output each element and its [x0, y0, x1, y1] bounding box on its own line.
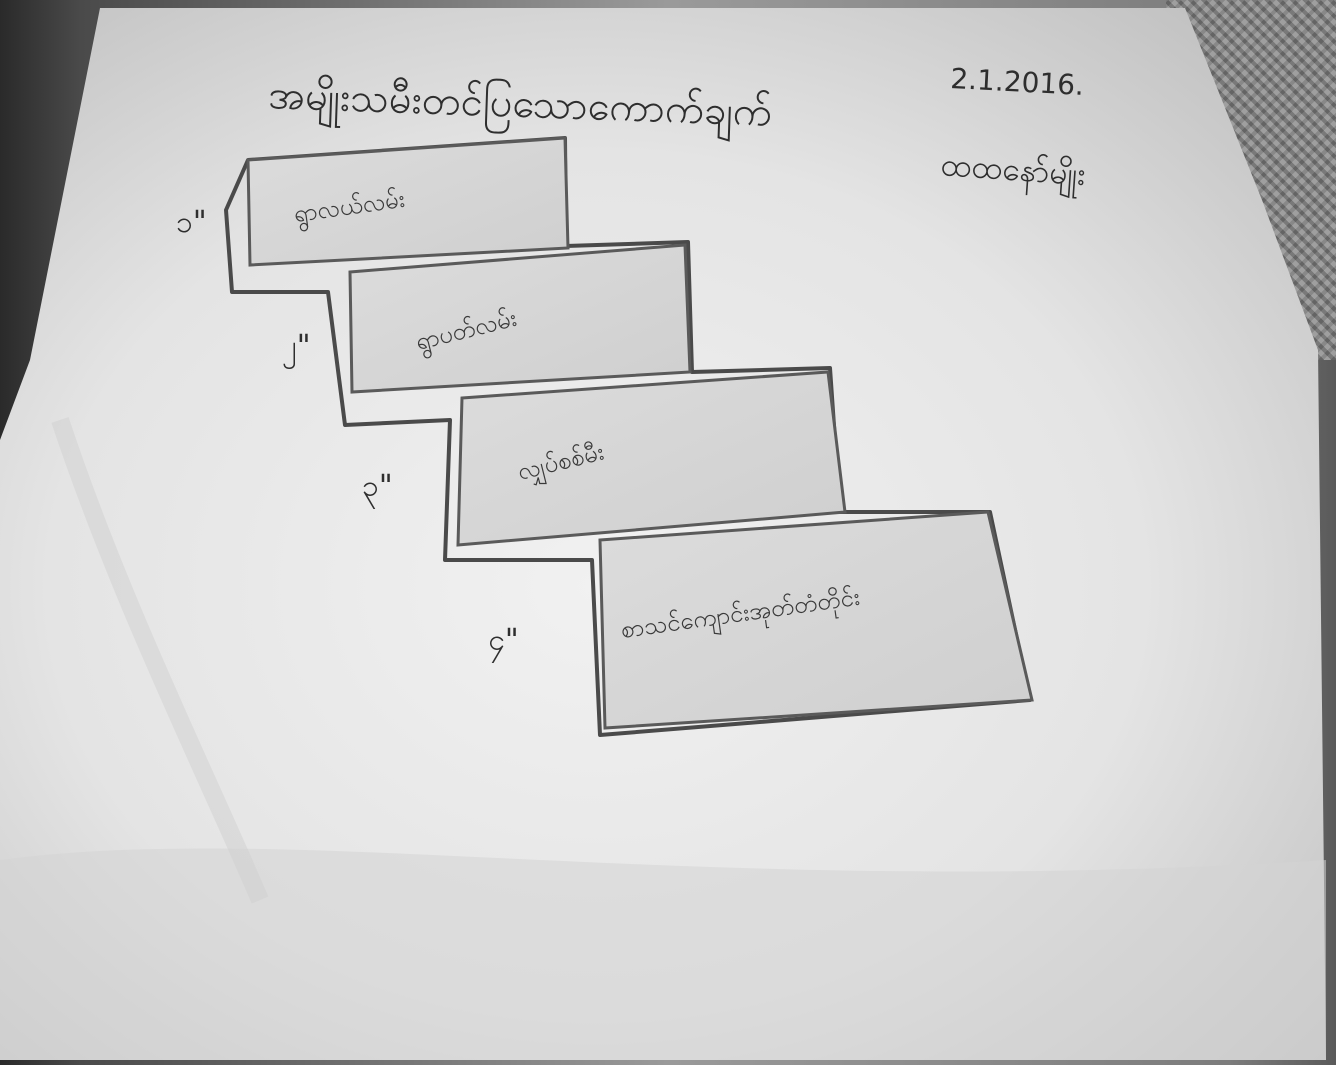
paper-fold-shadow	[0, 848, 1326, 1060]
step-number-2: ၂"	[282, 329, 311, 370]
step-number-4: ၄"	[488, 623, 519, 664]
step-number-3: ၃"	[362, 469, 393, 510]
step-card-2	[350, 245, 690, 392]
sheet-date: 2.1.2016.	[950, 62, 1085, 102]
step-number-1: ၁"	[176, 205, 207, 240]
